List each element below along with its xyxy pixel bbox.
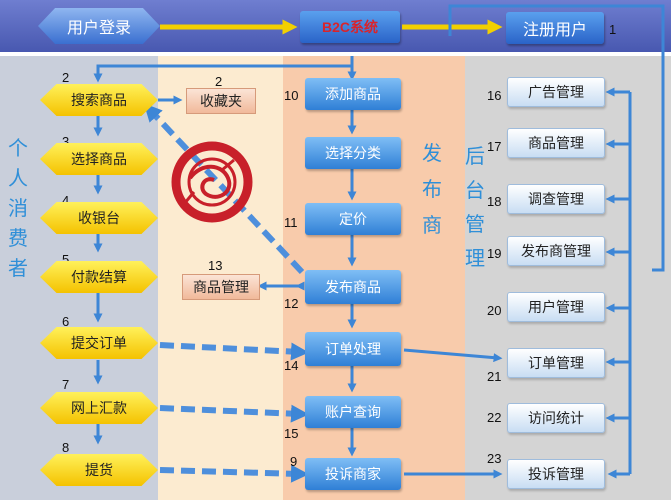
consumer-step-payment[interactable]: 付款结算 bbox=[40, 261, 158, 293]
publisher-section-label: 发布商 bbox=[422, 143, 442, 237]
admin-number: 23 bbox=[487, 451, 502, 466]
middle-product-mgmt-node[interactable]: 商品管理 bbox=[182, 274, 260, 300]
admin-number: 18 bbox=[487, 194, 502, 209]
admin-number: 21 bbox=[487, 369, 502, 384]
admin-number: 22 bbox=[487, 410, 502, 425]
publisher-add-product[interactable]: 添加商品 bbox=[305, 78, 401, 110]
step-number: 6 bbox=[62, 314, 70, 329]
step-number: 11 bbox=[284, 215, 298, 230]
step-number: 14 bbox=[284, 358, 299, 373]
order-dashed-arrow bbox=[159, 342, 309, 361]
register-loop-connector bbox=[448, 4, 665, 272]
step-number: 4 bbox=[62, 193, 70, 208]
top-branch-connector bbox=[93, 56, 354, 83]
register-number: 1 bbox=[609, 22, 617, 37]
admin-products[interactable]: 商品管理 bbox=[507, 128, 605, 158]
admin-traffic-stats[interactable]: 访问统计 bbox=[507, 403, 605, 433]
step-number: 7 bbox=[62, 377, 70, 392]
login-node[interactable]: 用户登录 bbox=[38, 8, 160, 44]
admin-number: 16 bbox=[487, 88, 502, 103]
admin-ads[interactable]: 广告管理 bbox=[507, 77, 605, 107]
consumer-section-label: 个人消费者 bbox=[8, 138, 28, 280]
admin-users[interactable]: 用户管理 bbox=[507, 292, 605, 322]
step-number: 3 bbox=[62, 134, 70, 149]
dragon-emblem-icon bbox=[171, 141, 253, 223]
favorites-node[interactable]: 收藏夹 bbox=[186, 88, 256, 114]
step-number: 5 bbox=[62, 252, 70, 267]
consumer-step-checkout[interactable]: 收银台 bbox=[40, 202, 158, 234]
consumer-step-pickup[interactable]: 提货 bbox=[40, 454, 158, 486]
publisher-select-category[interactable]: 选择分类 bbox=[305, 137, 401, 169]
admin-publishers[interactable]: 发布商管理 bbox=[507, 236, 605, 266]
consumer-step-select[interactable]: 选择商品 bbox=[40, 143, 158, 175]
order-to-admin-arrow bbox=[403, 348, 503, 363]
step-number: 10 bbox=[284, 88, 299, 103]
b2c-system-node[interactable]: B2C系统 bbox=[300, 11, 400, 43]
consumer-step-submit-order[interactable]: 提交订单 bbox=[40, 327, 158, 359]
remit-dashed-arrow bbox=[159, 404, 309, 423]
product-mgmt-number: 13 bbox=[208, 258, 223, 273]
step-number: 8 bbox=[62, 440, 70, 455]
consumer-step-remittance[interactable]: 网上汇款 bbox=[40, 392, 158, 424]
step-number: 9 bbox=[290, 454, 298, 469]
consumer-step-search[interactable]: 搜索商品 bbox=[40, 84, 158, 116]
admin-surveys[interactable]: 调查管理 bbox=[507, 184, 605, 214]
admin-orders[interactable]: 订单管理 bbox=[507, 348, 605, 378]
publisher-publish-product[interactable]: 发布商品 bbox=[305, 270, 401, 304]
publisher-complaint[interactable]: 投诉商家 bbox=[305, 458, 401, 490]
admin-number: 17 bbox=[487, 139, 502, 154]
step-number: 15 bbox=[284, 426, 299, 441]
publisher-order-processing[interactable]: 订单处理 bbox=[305, 332, 401, 366]
pickup-dashed-arrow bbox=[159, 464, 309, 483]
publisher-pricing[interactable]: 定价 bbox=[305, 203, 401, 235]
publisher-account-query[interactable]: 账户查询 bbox=[305, 396, 401, 428]
admin-complaints[interactable]: 投诉管理 bbox=[507, 459, 605, 489]
favorites-number: 2 bbox=[215, 74, 223, 89]
backend-section-label: 后台管理 bbox=[465, 146, 485, 270]
step-number: 2 bbox=[62, 70, 70, 85]
step-number: 12 bbox=[284, 296, 299, 311]
admin-number: 19 bbox=[487, 246, 502, 261]
register-user-node[interactable]: 注册用户 bbox=[506, 12, 604, 44]
admin-number: 20 bbox=[487, 303, 502, 318]
